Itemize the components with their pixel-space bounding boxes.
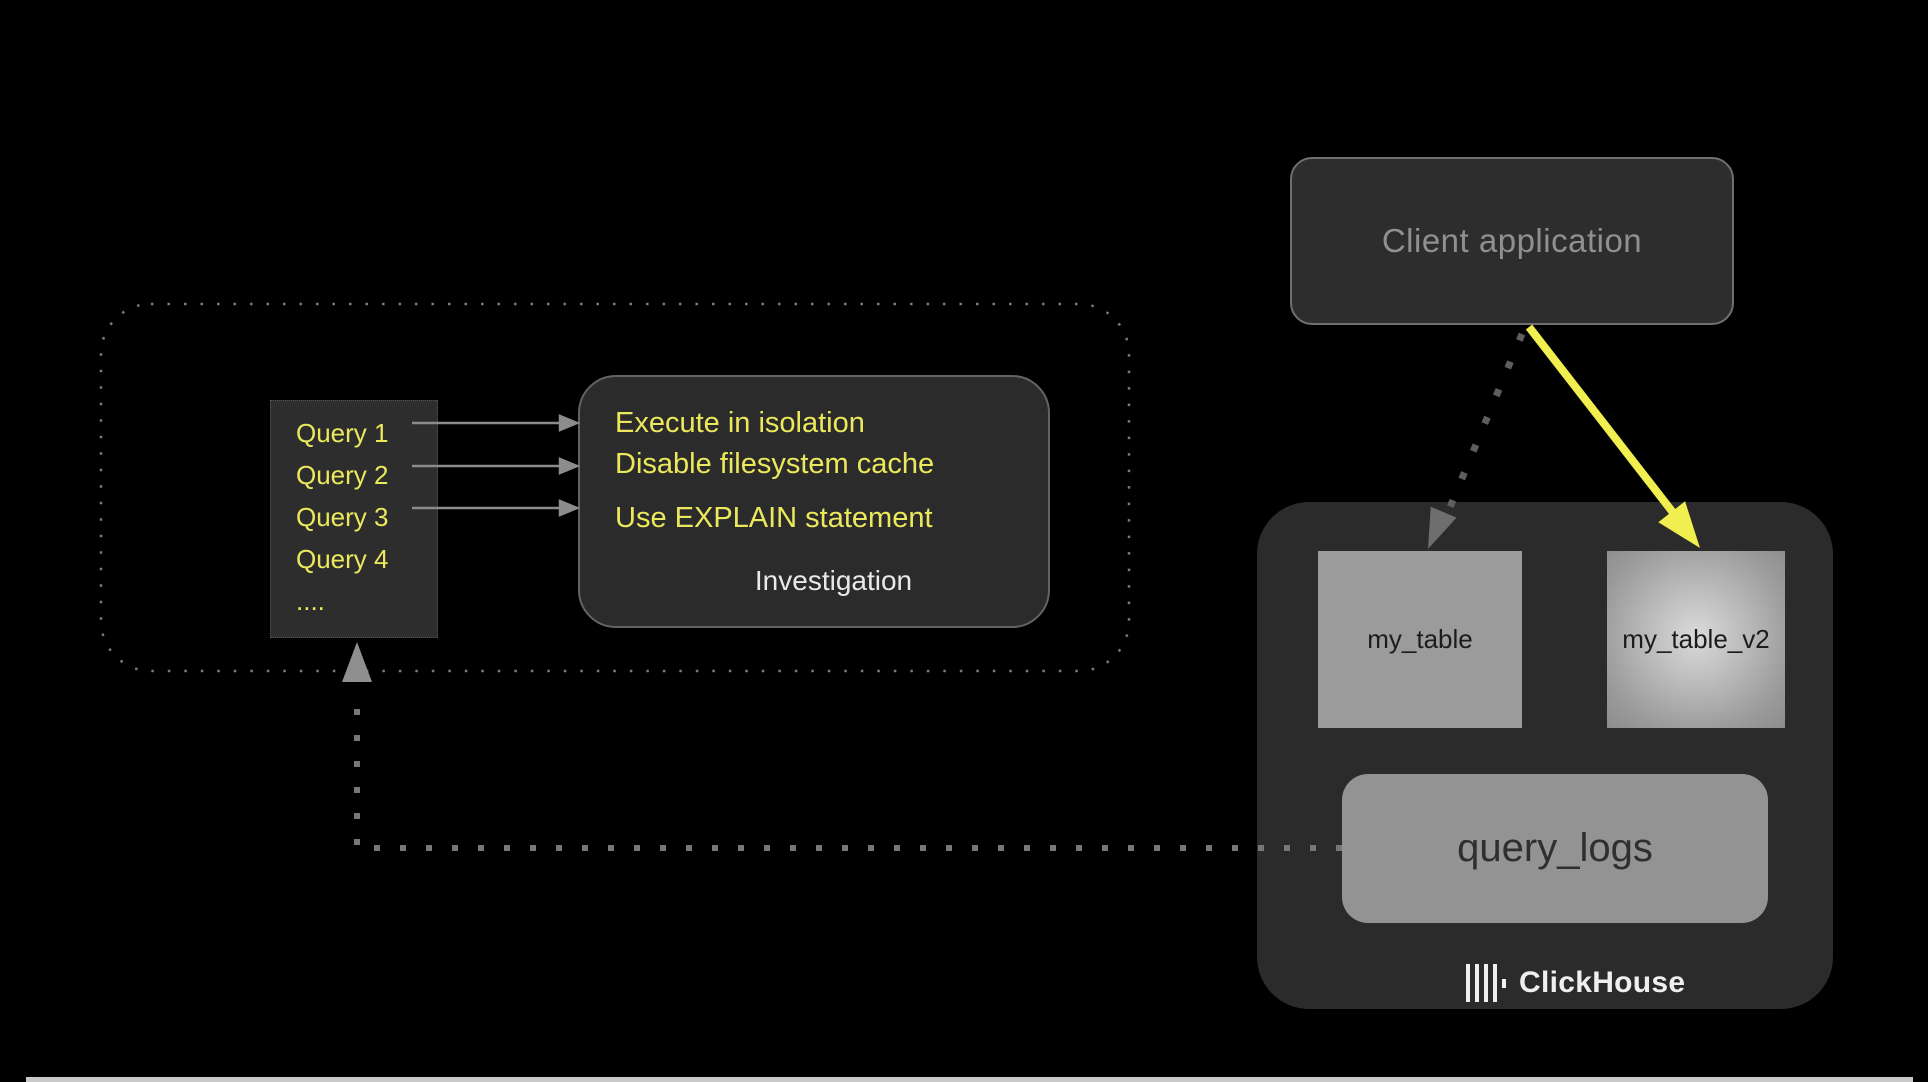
arrowhead-icon: [342, 642, 372, 682]
clickhouse-logo-icon: [1466, 964, 1506, 1002]
yellow-line: [1525, 324, 1682, 522]
my-table-v2-label: my_table_v2: [1622, 624, 1770, 654]
my-table-v2-box: my_table_v2: [1607, 551, 1785, 728]
query-logs-box: query_logs: [1342, 774, 1768, 923]
investigation-box: Execute in isolation Disable filesystem …: [578, 375, 1050, 628]
query-item: Query 1: [296, 418, 389, 448]
bottom-window-edge: [26, 1077, 1913, 1082]
arrowhead-icon: [558, 414, 581, 432]
investigation-step: Disable filesystem cache: [615, 448, 935, 480]
query-item-ellipsis: ....: [296, 586, 325, 616]
query-item: Query 3: [296, 502, 389, 532]
my-table-box: my_table: [1318, 551, 1522, 728]
dotted-line: [1444, 332, 1526, 514]
query-item: Query 2: [296, 460, 389, 490]
dotted-path: [354, 690, 1342, 851]
investigation-step: Execute in isolation: [615, 407, 865, 439]
clickhouse-brand: ClickHouse: [1466, 960, 1685, 1006]
arrowhead-icon: [558, 457, 581, 475]
my-table-label: my_table: [1367, 624, 1473, 654]
client-application-label: Client application: [1381, 222, 1643, 259]
query-item: Query 4: [296, 544, 389, 574]
query-list-box: Query 1 Query 2 Query 3 Query 4 ....: [270, 400, 438, 638]
investigation-caption: Investigation: [754, 565, 913, 596]
clickhouse-brand-name: ClickHouse: [1519, 966, 1686, 999]
client-application-box: Client application: [1290, 157, 1734, 325]
querylogs-to-querylist-dotted-arrow: [342, 642, 1342, 851]
investigation-step: Use EXPLAIN statement: [615, 502, 933, 534]
query-logs-label: query_logs: [1457, 826, 1653, 870]
arrowhead-icon: [558, 499, 581, 517]
